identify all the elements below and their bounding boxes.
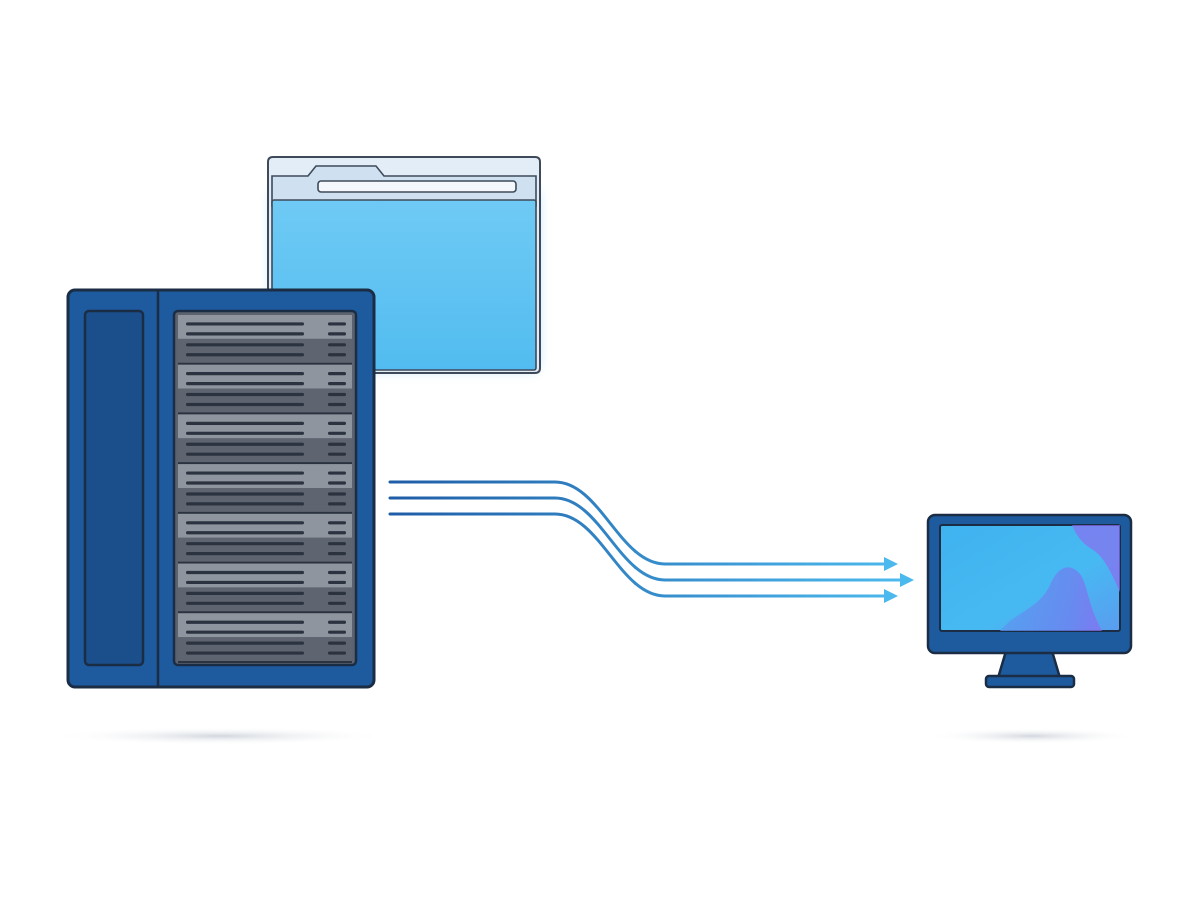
- arrow-icon: [884, 557, 898, 571]
- rack-unit: [178, 315, 352, 365]
- server-shadow: [50, 727, 390, 745]
- connector-line-3: [388, 512, 890, 598]
- rack-unit: [178, 563, 352, 614]
- connector-line-2: [388, 496, 906, 582]
- rack-unit: [178, 513, 352, 564]
- screen-wave: [1000, 567, 1102, 631]
- arrowheads: [884, 557, 914, 603]
- connector-line-1: [388, 480, 890, 566]
- arrow-icon: [900, 573, 914, 587]
- arrow-icon: [884, 589, 898, 603]
- server-rack-icon: [66, 288, 376, 689]
- rack-unit: [178, 464, 352, 514]
- rack-unit: [178, 613, 352, 663]
- monitor-shadow: [927, 728, 1137, 744]
- rack-unit: [178, 414, 352, 465]
- rack-unit: [178, 364, 352, 415]
- monitor-icon: [926, 513, 1133, 689]
- connector-lines: [388, 480, 906, 598]
